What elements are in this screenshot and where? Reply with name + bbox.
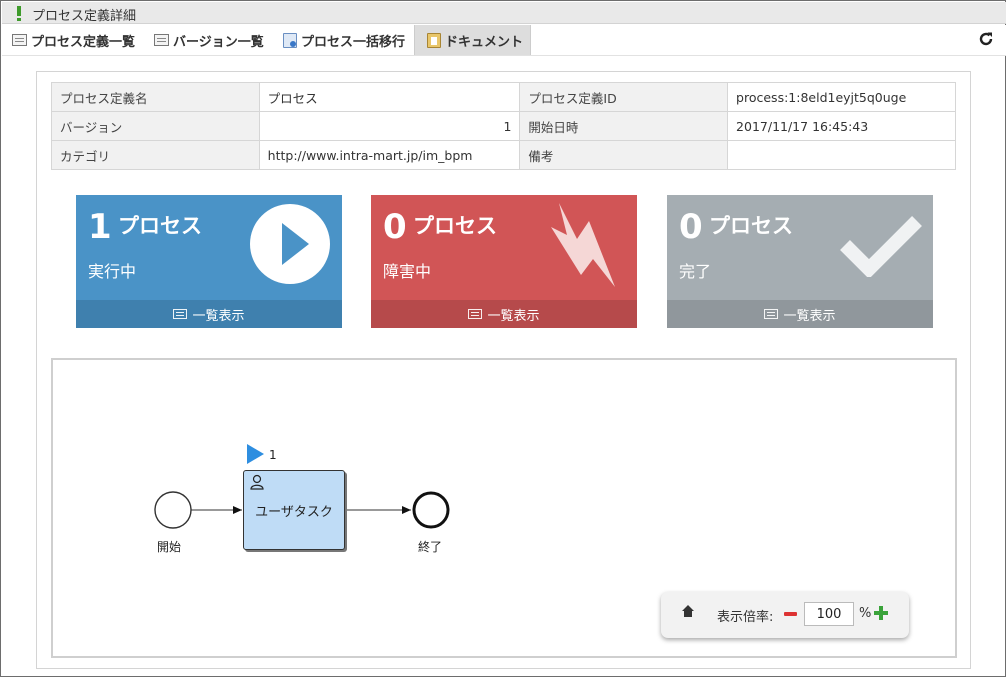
user-task[interactable]: ユーザタスク xyxy=(243,470,345,550)
tab-document[interactable]: ドキュメント xyxy=(414,25,531,55)
value-version: 1 xyxy=(258,111,521,141)
task-instance-count: 1 xyxy=(269,448,277,462)
completed-foot-label: 一覧表示 xyxy=(783,308,836,324)
completed-unit: プロセス xyxy=(709,214,793,238)
play-icon xyxy=(250,204,330,284)
zoom-label: 表示倍率: xyxy=(717,610,774,625)
error-unit: プロセス xyxy=(413,214,497,238)
start-event[interactable] xyxy=(154,491,192,529)
tab-bar: プロセス定義一覧 バージョン一覧 プロセス一括移行 ドキュメント xyxy=(2,25,1006,56)
title-marker-icon xyxy=(17,6,21,16)
migration-icon xyxy=(283,32,297,48)
running-foot-label: 一覧表示 xyxy=(192,308,245,324)
label-version: バージョン xyxy=(51,111,260,141)
running-list-link[interactable]: 一覧表示 xyxy=(76,300,342,328)
error-list-link[interactable]: 一覧表示 xyxy=(371,300,637,328)
error-foot-label: 一覧表示 xyxy=(487,308,540,324)
card-error: 0 プロセス 障害中 一覧表示 xyxy=(371,195,637,328)
zoom-in-button[interactable] xyxy=(873,605,889,621)
zoom-percent-unit: % xyxy=(859,606,872,621)
running-count: 1 xyxy=(88,207,112,247)
value-remarks xyxy=(727,140,956,170)
lightning-icon xyxy=(551,203,615,287)
process-info-table: プロセス定義名 プロセス プロセス定義ID process:1:8eld1eyj… xyxy=(51,82,956,170)
value-process-definition-id: process:1:8eld1eyjt5q0uge xyxy=(727,82,956,112)
label-process-definition-name: プロセス定義名 xyxy=(51,82,260,112)
table-row: バージョン 1 開始日時 2017/11/17 16:45:43 xyxy=(51,111,956,141)
end-event-label: 終了 xyxy=(418,540,443,554)
list-icon xyxy=(764,309,779,319)
list-icon xyxy=(468,309,483,319)
document-icon xyxy=(427,32,441,48)
completed-count: 0 xyxy=(679,207,703,247)
tab-label: プロセス定義一覧 xyxy=(31,34,136,50)
user-task-label: ユーザタスク xyxy=(255,504,333,520)
start-event-label: 開始 xyxy=(157,540,182,554)
label-start-datetime: 開始日時 xyxy=(519,111,729,141)
check-icon xyxy=(840,216,922,277)
card-running: 1 プロセス 実行中 一覧表示 xyxy=(76,195,342,328)
active-flag-icon xyxy=(247,444,264,464)
process-diagram-canvas[interactable]: 1 ユーザタスク 開始 終了 表示倍率: % xyxy=(51,358,957,658)
title-marker-dot xyxy=(17,18,21,21)
diagram-svg xyxy=(154,444,450,529)
table-row: カテゴリ http://www.intra-mart.jp/im_bpm 備考 xyxy=(51,140,956,170)
tab-label: バージョン一覧 xyxy=(173,34,264,50)
list-icon xyxy=(12,34,27,46)
running-state: 実行中 xyxy=(88,262,137,281)
tab-bulk-migration[interactable]: プロセス一括移行 xyxy=(283,25,405,55)
title-bar: プロセス定義詳細 xyxy=(2,2,1006,24)
detail-panel: プロセス定義名 プロセス プロセス定義ID process:1:8eld1eyj… xyxy=(36,71,971,669)
label-remarks: 備考 xyxy=(519,140,729,170)
completed-state: 完了 xyxy=(679,262,712,281)
list-icon xyxy=(173,309,188,319)
zoom-control: 表示倍率: % xyxy=(661,592,909,638)
home-icon[interactable] xyxy=(681,604,695,622)
label-category: カテゴリ xyxy=(51,140,260,170)
end-event[interactable] xyxy=(412,491,450,529)
value-category: http://www.intra-mart.jp/im_bpm xyxy=(258,140,521,170)
list-icon xyxy=(154,34,169,46)
zoom-input[interactable] xyxy=(804,602,854,626)
tab-process-definition-list[interactable]: プロセス定義一覧 xyxy=(12,25,135,55)
tab-label: ドキュメント xyxy=(445,34,524,50)
running-unit: プロセス xyxy=(118,214,202,238)
table-row: プロセス定義名 プロセス プロセス定義ID process:1:8eld1eyj… xyxy=(51,82,956,112)
card-completed: 0 プロセス 完了 一覧表示 xyxy=(667,195,933,328)
error-count: 0 xyxy=(383,207,407,247)
refresh-icon[interactable] xyxy=(978,31,994,47)
zoom-out-button[interactable] xyxy=(783,606,799,622)
value-process-definition-name: プロセス xyxy=(258,82,521,112)
user-icon xyxy=(250,474,264,490)
value-start-datetime: 2017/11/17 16:45:43 xyxy=(727,111,956,141)
page-title: プロセス定義詳細 xyxy=(32,9,137,24)
completed-list-link[interactable]: 一覧表示 xyxy=(667,300,933,328)
error-state: 障害中 xyxy=(383,262,432,281)
label-process-definition-id: プロセス定義ID xyxy=(519,82,729,112)
tab-label: プロセス一括移行 xyxy=(301,34,406,50)
tab-version-list[interactable]: バージョン一覧 xyxy=(154,25,264,55)
